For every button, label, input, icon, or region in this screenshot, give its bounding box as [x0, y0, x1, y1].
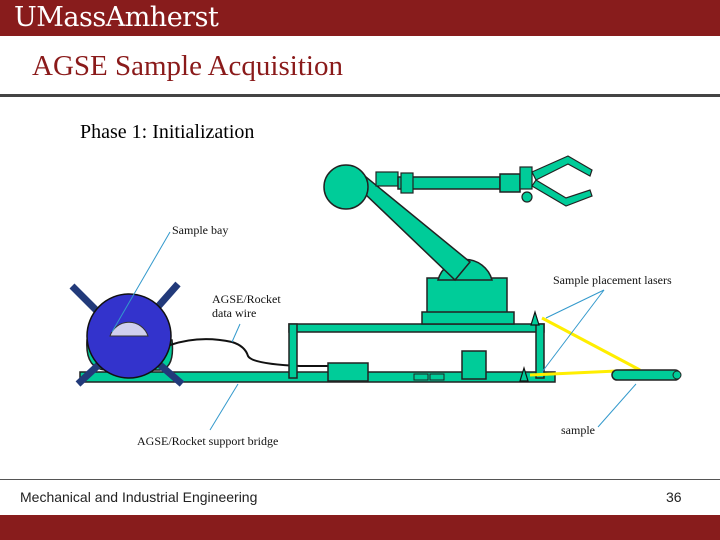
leader-line — [209, 383, 239, 431]
data-wire-label-line1: AGSE/Rocket — [212, 292, 281, 306]
bridge-post — [535, 323, 545, 379]
arm-wrist-pin — [521, 191, 533, 203]
bridge-box — [413, 373, 429, 381]
bridge-post — [288, 323, 298, 379]
arm-wrist-cap — [519, 166, 533, 190]
laser-emitter — [530, 309, 540, 326]
arm-joint — [400, 172, 414, 194]
bridge-box — [327, 362, 369, 382]
leader-line — [545, 289, 605, 319]
bridge-box — [461, 350, 487, 380]
gripper-jaw — [531, 155, 593, 181]
arm-elbow-block — [375, 171, 399, 187]
footer-bar — [0, 515, 720, 540]
sample-rod — [611, 369, 681, 381]
leader-line — [231, 323, 241, 343]
base-rail — [79, 371, 556, 383]
leader-line — [597, 383, 637, 428]
placement-lasers-label: Sample placement lasers — [553, 273, 672, 287]
bridge-box — [429, 373, 445, 381]
sample-bay-label: Sample bay — [172, 223, 229, 237]
arm-wrist — [499, 173, 521, 193]
leader-line — [541, 289, 605, 373]
arm-base — [426, 277, 508, 315]
arm-base-plate — [421, 311, 515, 325]
sample-label: sample — [561, 423, 595, 437]
sample-rod-end — [672, 370, 682, 380]
laser-emitter — [519, 365, 529, 382]
phase-heading: Phase 1: Initialization — [80, 121, 255, 143]
page-number: 36 — [666, 489, 682, 505]
footer-divider — [0, 479, 720, 480]
title-divider — [0, 94, 720, 97]
footer-department: Mechanical and Industrial Engineering — [20, 489, 258, 505]
data-wire-label-line2: data wire — [212, 306, 257, 320]
laser-beam — [541, 316, 641, 372]
support-bridge-label: AGSE/Rocket support bridge — [137, 434, 279, 448]
arm-elbow — [323, 164, 369, 210]
slide-title: AGSE Sample Acquisition — [32, 50, 343, 82]
leader-line — [111, 231, 171, 333]
gripper-jaw — [531, 179, 593, 207]
data-wire — [169, 338, 328, 367]
header-bar: UMassAmherst — [0, 0, 720, 36]
bridge-frame — [288, 323, 545, 333]
university-logo: UMassAmherst — [14, 2, 219, 33]
